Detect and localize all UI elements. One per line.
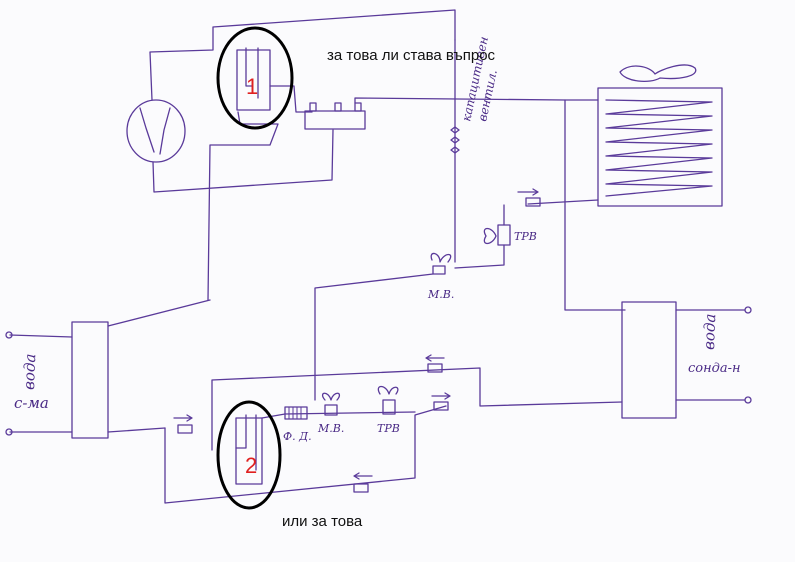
marker-ellipse-2 [216, 400, 282, 510]
bottom-circuit [164, 354, 451, 504]
heat-exchanger-left [5, 299, 211, 439]
trv-top-label: ТРВ [514, 230, 537, 243]
element-1-vessel [207, 47, 313, 301]
pressure-switch [304, 97, 626, 311]
trv-top [454, 188, 541, 269]
compressor-loop [149, 9, 456, 193]
mv-bottom-label: М.В. [317, 422, 344, 435]
marker-number-1: 1 [246, 74, 259, 99]
trv-bottom-label: ТРВ [377, 422, 400, 435]
mv-top [314, 252, 452, 401]
water-right-label-2: сонда-н [688, 361, 741, 376]
compressor [126, 99, 186, 163]
mv-top-label: М.В. [427, 288, 454, 301]
condenser-coil [527, 64, 723, 207]
question-bottom-caption: или за това [282, 513, 363, 530]
capillary-valve [450, 39, 460, 263]
question-top-caption: за това ли става въпрос [327, 47, 496, 64]
marker-ellipse-1 [216, 26, 294, 130]
filter-dryer-label: Ф. Д. [283, 430, 312, 443]
heat-exchanger-right [211, 301, 752, 451]
marker-number-2: 2 [245, 453, 258, 478]
water-right-label-1: вода [700, 313, 719, 350]
water-left-label-1: вода [20, 353, 39, 390]
water-left-label-2: с-ма [14, 394, 49, 412]
